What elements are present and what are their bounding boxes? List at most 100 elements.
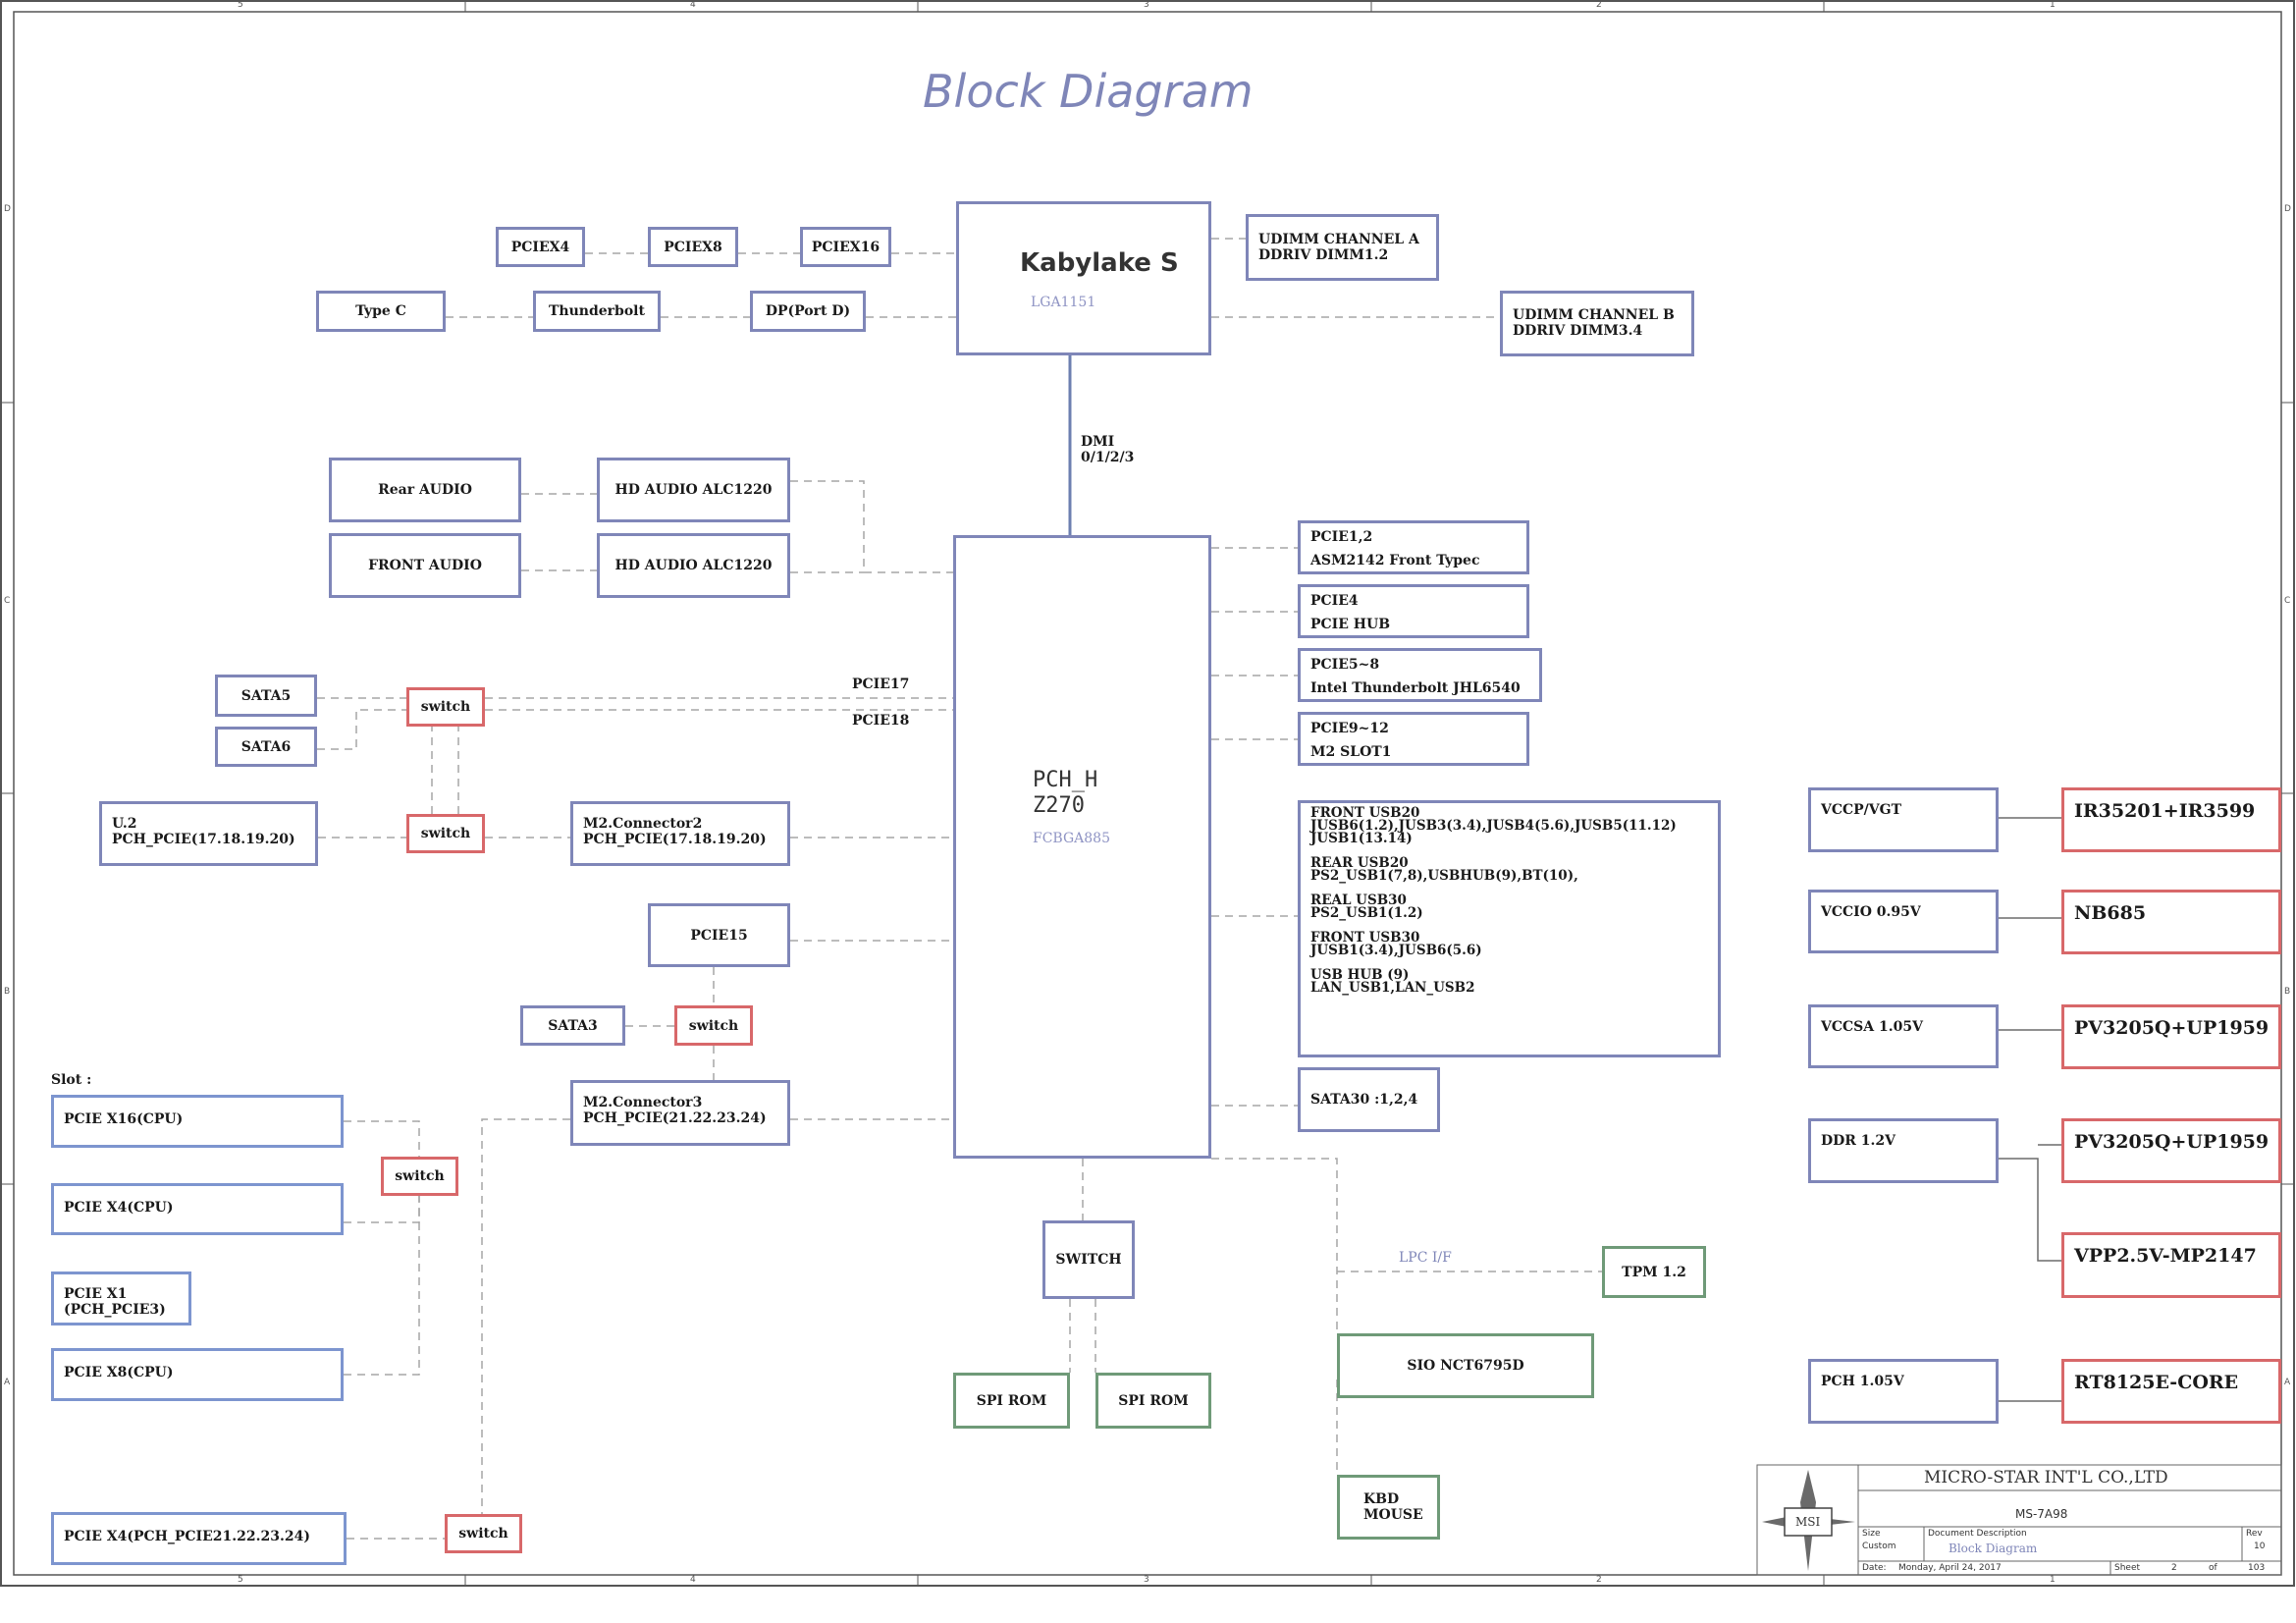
sata3-block: SATA3 <box>520 1005 625 1046</box>
pch-block: PCH_H Z270 FCBGA885 <box>953 535 1211 1159</box>
pcie12-asm2142-block: PCIE1,2 ASM2142 Front Typec <box>1298 520 1529 574</box>
row-label-left: A <box>4 1378 11 1387</box>
rev-label: Rev <box>2246 1529 2263 1539</box>
slot-pcie-x4-pch: PCIE X4(PCH_PCIE21.22.23.24) <box>51 1512 347 1565</box>
of-value: 103 <box>2248 1563 2266 1573</box>
slot-pcie-x4-cpu: PCIE X4(CPU) <box>51 1183 344 1235</box>
spi-rom-1: SPI ROM <box>953 1373 1070 1429</box>
usb-line: USB HUB (9) <box>1310 967 1410 983</box>
usb-line: JUSB6(1.2),JUSB3(3.4),JUSB4(5.6),JUSB5(1… <box>1310 818 1677 834</box>
rail-vccp: VCCP/VGT <box>1808 787 1999 852</box>
switch-u2: switch <box>406 814 485 853</box>
p12-line1: PCIE1,2 <box>1310 529 1373 545</box>
rear-audio-block: Rear AUDIO <box>329 458 521 522</box>
model-number: MS-7A98 <box>2015 1507 2068 1521</box>
company-name: MICRO-STAR INT'L CO.,LTD <box>1924 1468 2168 1488</box>
rev-value: 10 <box>2254 1542 2266 1551</box>
usb-line: JUSB1(3.4),JUSB6(5.6) <box>1310 943 1482 958</box>
row-label-left: B <box>4 987 11 997</box>
spi-rom-2: SPI ROM <box>1095 1373 1211 1429</box>
m2-connector2-block: M2.Connector2 PCH_PCIE(17.18.19.20) <box>570 801 790 866</box>
col-label-top: 3 <box>1144 0 1149 10</box>
date-label: Date: <box>1862 1563 1887 1573</box>
usb-line: REAL USB30 <box>1310 893 1407 908</box>
m2c3-line2: PCH_PCIE(21.22.23.24) <box>583 1110 767 1126</box>
cpu-name: Kabylake S <box>1020 248 1179 278</box>
kbd-mouse-block: KBD MOUSE <box>1337 1475 1440 1540</box>
dimm-a-line2: DDRIV DIMM1.2 <box>1258 247 1389 263</box>
cpu-socket: LGA1151 <box>1031 295 1096 310</box>
u2-block: U.2 PCH_PCIE(17.18.19.20) <box>99 801 318 866</box>
grid-ticks <box>1 1 2294 1586</box>
pcie4-hub-block: PCIE4 PCIE HUB <box>1298 584 1529 638</box>
regulator-rt8125e: RT8125E-CORE <box>2061 1359 2281 1424</box>
pciex8-block: PCIEX8 <box>648 227 738 267</box>
sheet-label: Sheet <box>2114 1563 2141 1573</box>
of-label: of <box>2209 1563 2217 1573</box>
col-label-top: 1 <box>2050 0 2056 10</box>
pch-name: PCH_H Z270 <box>1033 768 1097 819</box>
col-label-top: 4 <box>690 0 696 10</box>
pcie58-thunderbolt-block: PCIE5~8 Intel Thunderbolt JHL6540 <box>1298 648 1542 702</box>
p912-line1: PCIE9~12 <box>1310 721 1389 736</box>
col-label-bottom: 3 <box>1144 1575 1149 1585</box>
col-label-top: 2 <box>1596 0 1602 10</box>
kbd-line2: MOUSE <box>1363 1507 1423 1523</box>
pch-name-line1: PCH_H <box>1033 768 1098 792</box>
slot-pcie-x1: PCIE X1 (PCH_PCIE3) <box>51 1271 191 1325</box>
audio-codec-1: HD AUDIO ALC1220 <box>597 458 790 522</box>
pcie15-block: PCIE15 <box>648 903 790 967</box>
row-label-right: C <box>2284 596 2291 606</box>
switch-pch-slot: switch <box>445 1514 522 1553</box>
regulator-nb685: NB685 <box>2061 890 2281 954</box>
rail-pch: PCH 1.05V <box>1808 1359 1999 1424</box>
slot-x1-line1: PCIE X1 <box>64 1286 128 1302</box>
msi-logo-graphic <box>1762 1470 1855 1571</box>
row-label-right: B <box>2284 987 2291 997</box>
rail-ddr: DDR 1.2V <box>1808 1118 1999 1183</box>
pciex4-block: PCIEX4 <box>496 227 585 267</box>
usb-line: JUSB1(13.14) <box>1310 831 1413 846</box>
dimm-channel-b: UDIMM CHANNEL B DDRIV DIMM3.4 <box>1500 291 1694 356</box>
m2c3-line1: M2.Connector3 <box>583 1095 703 1110</box>
switch-sata: switch <box>406 687 485 727</box>
sio-block: SIO NCT6795D <box>1337 1333 1594 1398</box>
pcie912-m2slot1-block: PCIE9~12 M2 SLOT1 <box>1298 712 1529 766</box>
m2-connector3-block: M2.Connector3 PCH_PCIE(21.22.23.24) <box>570 1080 790 1146</box>
p912-line2: M2 SLOT1 <box>1310 744 1392 760</box>
pch-name-line2: Z270 <box>1033 793 1085 818</box>
p4-line2: PCIE HUB <box>1310 617 1391 632</box>
regulator-vpp25: VPP2.5V-MP2147 <box>2061 1232 2281 1298</box>
dimm-b-line1: UDIMM CHANNEL B <box>1513 307 1675 323</box>
sheet-value: 2 <box>2171 1563 2177 1573</box>
msi-logo-text: MSI <box>1795 1515 1821 1529</box>
audio-codec-2: HD AUDIO ALC1220 <box>597 533 790 598</box>
dmi-label-line2: 0/1/2/3 <box>1081 450 1135 465</box>
doc-description-value: Block Diagram <box>1949 1542 2038 1555</box>
sata5-block: SATA5 <box>215 675 317 717</box>
spi-switch-block: SWITCH <box>1042 1220 1135 1299</box>
tpm-block: TPM 1.2 <box>1602 1246 1706 1298</box>
pciex16-block: PCIEX16 <box>800 227 891 267</box>
dmi-label: DMI 0/1/2/3 <box>1081 434 1134 465</box>
row-label-left: C <box>4 596 11 606</box>
slot-pcie-x8-cpu: PCIE X8(CPU) <box>51 1348 344 1401</box>
switch-slots: switch <box>381 1157 458 1196</box>
row-label-right: D <box>2284 204 2291 214</box>
p58-line1: PCIE5~8 <box>1310 657 1380 673</box>
title-block-grid <box>1756 1464 2282 1576</box>
sata6-block: SATA6 <box>215 727 317 767</box>
col-label-bottom: 4 <box>690 1575 696 1585</box>
p58-line2: Intel Thunderbolt JHL6540 <box>1310 680 1521 696</box>
front-audio-block: FRONT AUDIO <box>329 533 521 598</box>
usb-line: LAN_USB1,LAN_USB2 <box>1310 980 1475 996</box>
slot-pcie-x16-cpu: PCIE X16(CPU) <box>51 1095 344 1148</box>
usb-block: FRONT USB20 JUSB6(1.2),JUSB3(3.4),JUSB4(… <box>1298 800 1721 1057</box>
power-links <box>1999 817 2061 1402</box>
col-label-bottom: 5 <box>238 1575 243 1585</box>
dp-port-block: DP(Port D) <box>750 291 866 332</box>
usb-line: FRONT USB20 <box>1310 805 1420 821</box>
thunderbolt-block: Thunderbolt <box>533 291 661 332</box>
row-label-right: A <box>2284 1378 2291 1387</box>
